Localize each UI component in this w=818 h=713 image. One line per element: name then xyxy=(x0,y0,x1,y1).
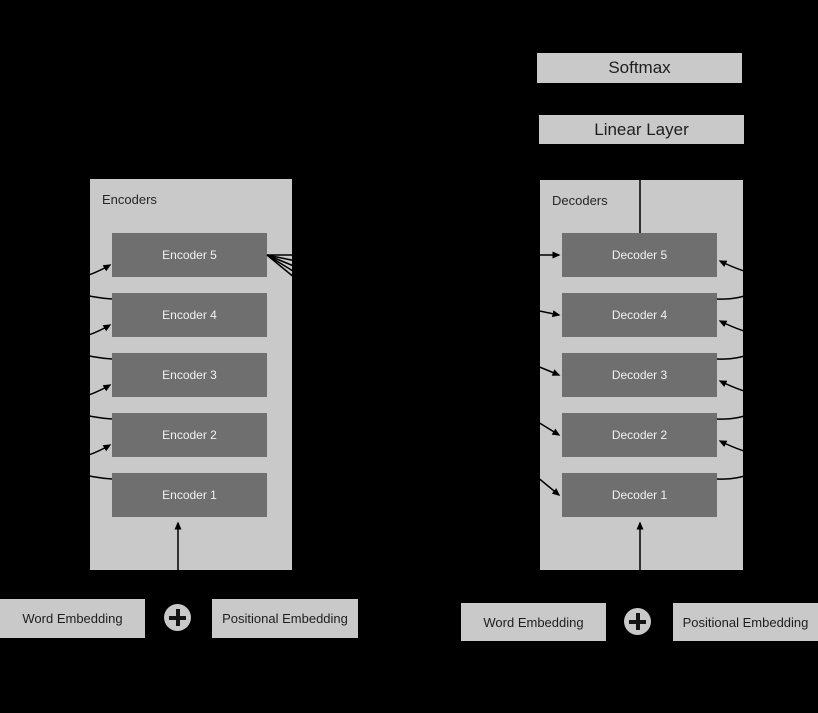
encoder-block-1: Encoder 1 xyxy=(112,473,267,517)
linear-layer-box: Linear Layer xyxy=(539,115,744,144)
plus-icon xyxy=(624,608,651,635)
decoder-block-3: Decoder 3 xyxy=(562,353,717,397)
encoder-positional-embedding-box: Positional Embedding xyxy=(212,599,358,638)
plus-icon-bar-v xyxy=(635,613,640,630)
encoder-positional-embedding-label: Positional Embedding xyxy=(222,611,348,626)
decoders-panel: Decoders Decoder 5 Decoder 4 Decoder 3 D… xyxy=(540,180,743,570)
encoder-block-4: Encoder 4 xyxy=(112,293,267,337)
decoder-block-2: Decoder 2 xyxy=(562,413,717,457)
softmax-label: Softmax xyxy=(608,58,671,77)
decoders-panel-label: Decoders xyxy=(552,193,608,208)
decoder-word-embedding-box: Word Embedding xyxy=(461,603,606,641)
plus-icon xyxy=(164,604,191,631)
softmax-box: Softmax xyxy=(537,53,742,83)
decoder-positional-embedding-box: Positional Embedding xyxy=(673,603,818,641)
edge-encoder5-decoder1 xyxy=(266,254,561,496)
linear-layer-label: Linear Layer xyxy=(594,119,689,139)
decoder-block-4: Decoder 4 xyxy=(562,293,717,337)
encoder-block-2: Encoder 2 xyxy=(112,413,267,457)
plus-icon-bar-v xyxy=(175,609,180,626)
encoders-panel-label: Encoders xyxy=(102,192,157,207)
decoder-word-embedding-label: Word Embedding xyxy=(483,614,584,630)
decoder-block-1: Decoder 1 xyxy=(562,473,717,517)
encoder-block-5: Encoder 5 xyxy=(112,233,267,277)
edge-encoder5-decoder4 xyxy=(266,254,561,318)
encoder-block-3: Encoder 3 xyxy=(112,353,267,397)
edge-encoder5-decoder3 xyxy=(266,254,561,376)
encoders-panel: Encoders Encoder 5 Encoder 4 Encoder 3 E… xyxy=(90,179,292,570)
decoder-block-5: Decoder 5 xyxy=(562,233,717,277)
edge-encoder5-decoder2 xyxy=(266,254,561,436)
encoder-word-embedding-box: Word Embedding xyxy=(0,599,145,638)
decoder-positional-embedding-label: Positional Embedding xyxy=(682,614,809,630)
encoder-word-embedding-label: Word Embedding xyxy=(22,611,123,626)
